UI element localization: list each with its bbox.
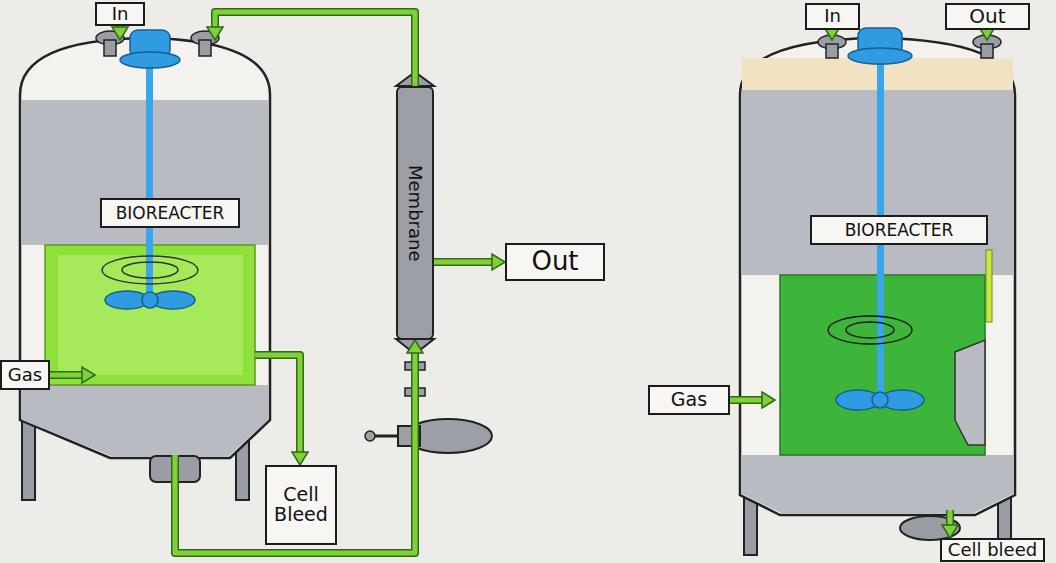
arrow-head bbox=[942, 525, 958, 538]
arrow-head bbox=[407, 340, 423, 353]
box-label: In bbox=[824, 7, 841, 26]
pipe-fill bbox=[985, 30, 990, 34]
pipe-connector bbox=[730, 392, 775, 408]
pipe-outline bbox=[116, 26, 124, 32]
pipe-fill bbox=[730, 398, 765, 403]
box-label: Out bbox=[969, 6, 1005, 27]
pipe-outline bbox=[983, 30, 991, 34]
pipe-connector bbox=[175, 340, 423, 553]
pipe-fill bbox=[50, 373, 85, 378]
pump-symbol bbox=[365, 362, 492, 453]
text-box: In bbox=[805, 3, 860, 30]
vessel-label: BIOREACTER bbox=[100, 198, 240, 228]
box-label: In bbox=[112, 5, 129, 24]
pipe-outline bbox=[828, 30, 836, 34]
box-label: Gas bbox=[8, 366, 42, 385]
box-label: Out bbox=[531, 248, 578, 275]
pipe-fill bbox=[830, 30, 835, 34]
pipe-outline bbox=[946, 510, 954, 528]
pipe-outline bbox=[50, 371, 85, 379]
pipe-outline bbox=[215, 12, 415, 86]
box-label: Gas bbox=[671, 390, 707, 410]
arrow-head bbox=[492, 254, 505, 270]
arrow-head bbox=[762, 392, 775, 408]
box-label: Cell bleed bbox=[948, 541, 1037, 560]
pipe-connector bbox=[255, 355, 308, 465]
pipe-fill bbox=[175, 350, 415, 553]
pipe-connector bbox=[207, 12, 415, 86]
arrow-head bbox=[292, 452, 308, 465]
membrane-label: Membrane bbox=[405, 165, 426, 261]
pipe-connector bbox=[434, 254, 505, 270]
pipe-outline bbox=[730, 396, 765, 404]
pipe-connector bbox=[50, 367, 95, 383]
pipe-fill bbox=[948, 510, 953, 528]
text-box: Out bbox=[505, 243, 605, 281]
text-box: Cell Bleed bbox=[265, 465, 337, 545]
text-box: Gas bbox=[0, 360, 50, 390]
left-vessel bbox=[20, 30, 270, 500]
membrane-caps bbox=[396, 72, 434, 354]
arrow-head bbox=[82, 367, 95, 383]
text-box: In bbox=[95, 2, 145, 26]
pipe-outline bbox=[255, 355, 300, 455]
pipe-connector bbox=[942, 510, 958, 538]
pipe-outline bbox=[434, 258, 495, 266]
arrow-head bbox=[112, 27, 128, 40]
right-vessel bbox=[740, 28, 1015, 555]
text-box: Gas bbox=[648, 385, 730, 415]
membrane-column: Membrane bbox=[396, 86, 434, 340]
vessel-label: BIOREACTER bbox=[810, 215, 988, 245]
bioreactor-vessel: BIOREACTER bbox=[95, 40, 255, 455]
bioreactor-vessel: BIOREACTER bbox=[775, 40, 1010, 510]
arrow-head bbox=[207, 27, 223, 40]
pipe-connector bbox=[112, 26, 128, 40]
pipe-fill bbox=[434, 260, 495, 265]
pipe-outline bbox=[175, 350, 415, 553]
pipe-fill bbox=[255, 355, 300, 455]
pipe-fill bbox=[215, 12, 415, 86]
text-box: Cell bleed bbox=[940, 538, 1045, 562]
box-label: Cell Bleed bbox=[267, 485, 335, 525]
pipe-fill bbox=[118, 26, 123, 32]
text-box: Out bbox=[945, 3, 1030, 30]
